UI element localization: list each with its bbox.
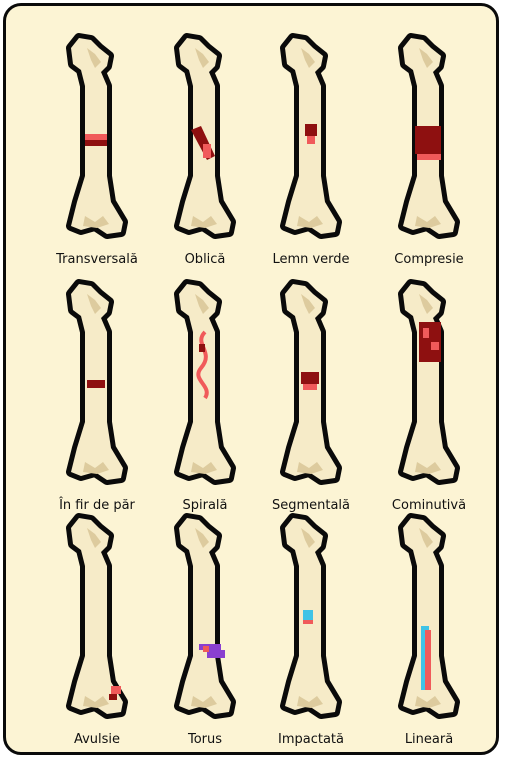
fracture-label: Compresie <box>369 252 489 267</box>
fracture-item-impactata: Impactată <box>251 506 371 755</box>
fracture-mark <box>303 620 313 624</box>
bone-greenstick-illustration <box>251 26 371 248</box>
bone-hairline-illustration <box>37 272 157 494</box>
bone-comminuted-illustration <box>369 272 489 494</box>
fracture-mark <box>109 694 117 700</box>
fracture-mark <box>303 610 313 620</box>
bone-spiral-illustration <box>145 272 265 494</box>
fracture-label: Oblică <box>145 252 265 267</box>
fracture-item-oblica: Oblică <box>145 26 265 276</box>
fracture-mark <box>307 136 315 144</box>
fracture-item-torus: Torus <box>145 506 265 755</box>
bone-impacted-illustration <box>251 506 371 728</box>
bone-compression-illustration <box>369 26 489 248</box>
fracture-mark <box>305 124 317 136</box>
fracture-item-cominutiva: Cominutivă <box>369 272 489 522</box>
fracture-mark <box>199 344 205 352</box>
fracture-item-spirala: Spirală <box>145 272 265 522</box>
fracture-mark <box>111 686 121 694</box>
bone-torus-illustration <box>145 506 265 728</box>
fracture-item-avulsie: Avulsie <box>37 506 157 755</box>
fracture-item-lineara: Lineară <box>369 506 489 755</box>
fracture-mark <box>87 380 105 388</box>
fracture-label: Torus <box>145 732 265 747</box>
bone-segmental-illustration <box>251 272 371 494</box>
fracture-mark <box>417 154 441 160</box>
fracture-mark <box>425 630 431 690</box>
fracture-label: Lineară <box>369 732 489 747</box>
bone-oblique-illustration <box>145 26 265 248</box>
fracture-label: Avulsie <box>37 732 157 747</box>
fracture-item-in-fir-de-par: În fir de păr <box>37 272 157 522</box>
fracture-label: Lemn verde <box>251 252 371 267</box>
fracture-mark <box>203 646 209 652</box>
fracture-mark <box>203 144 211 158</box>
fracture-item-compresie: Compresie <box>369 26 489 276</box>
fracture-mark <box>303 384 317 390</box>
bone-avulsion-illustration <box>37 506 157 728</box>
fracture-item-segmentala: Segmentală <box>251 272 371 522</box>
fracture-mark <box>301 372 319 384</box>
fracture-label: Impactată <box>251 732 371 747</box>
fracture-label: Transversală <box>37 252 157 267</box>
fracture-mark <box>207 650 225 658</box>
fracture-mark <box>85 140 107 146</box>
fracture-item-transversala: Transversală <box>37 26 157 276</box>
bone-linear-illustration <box>369 506 489 728</box>
fracture-mark <box>423 328 429 338</box>
fracture-types-card: Transversală Oblică Lemn verde Compresie… <box>3 3 499 755</box>
fracture-item-lemn-verde: Lemn verde <box>251 26 371 276</box>
fracture-mark <box>199 644 221 650</box>
fracture-mark <box>431 342 439 350</box>
fracture-mark <box>415 126 441 154</box>
bone-transverse-illustration <box>37 26 157 248</box>
